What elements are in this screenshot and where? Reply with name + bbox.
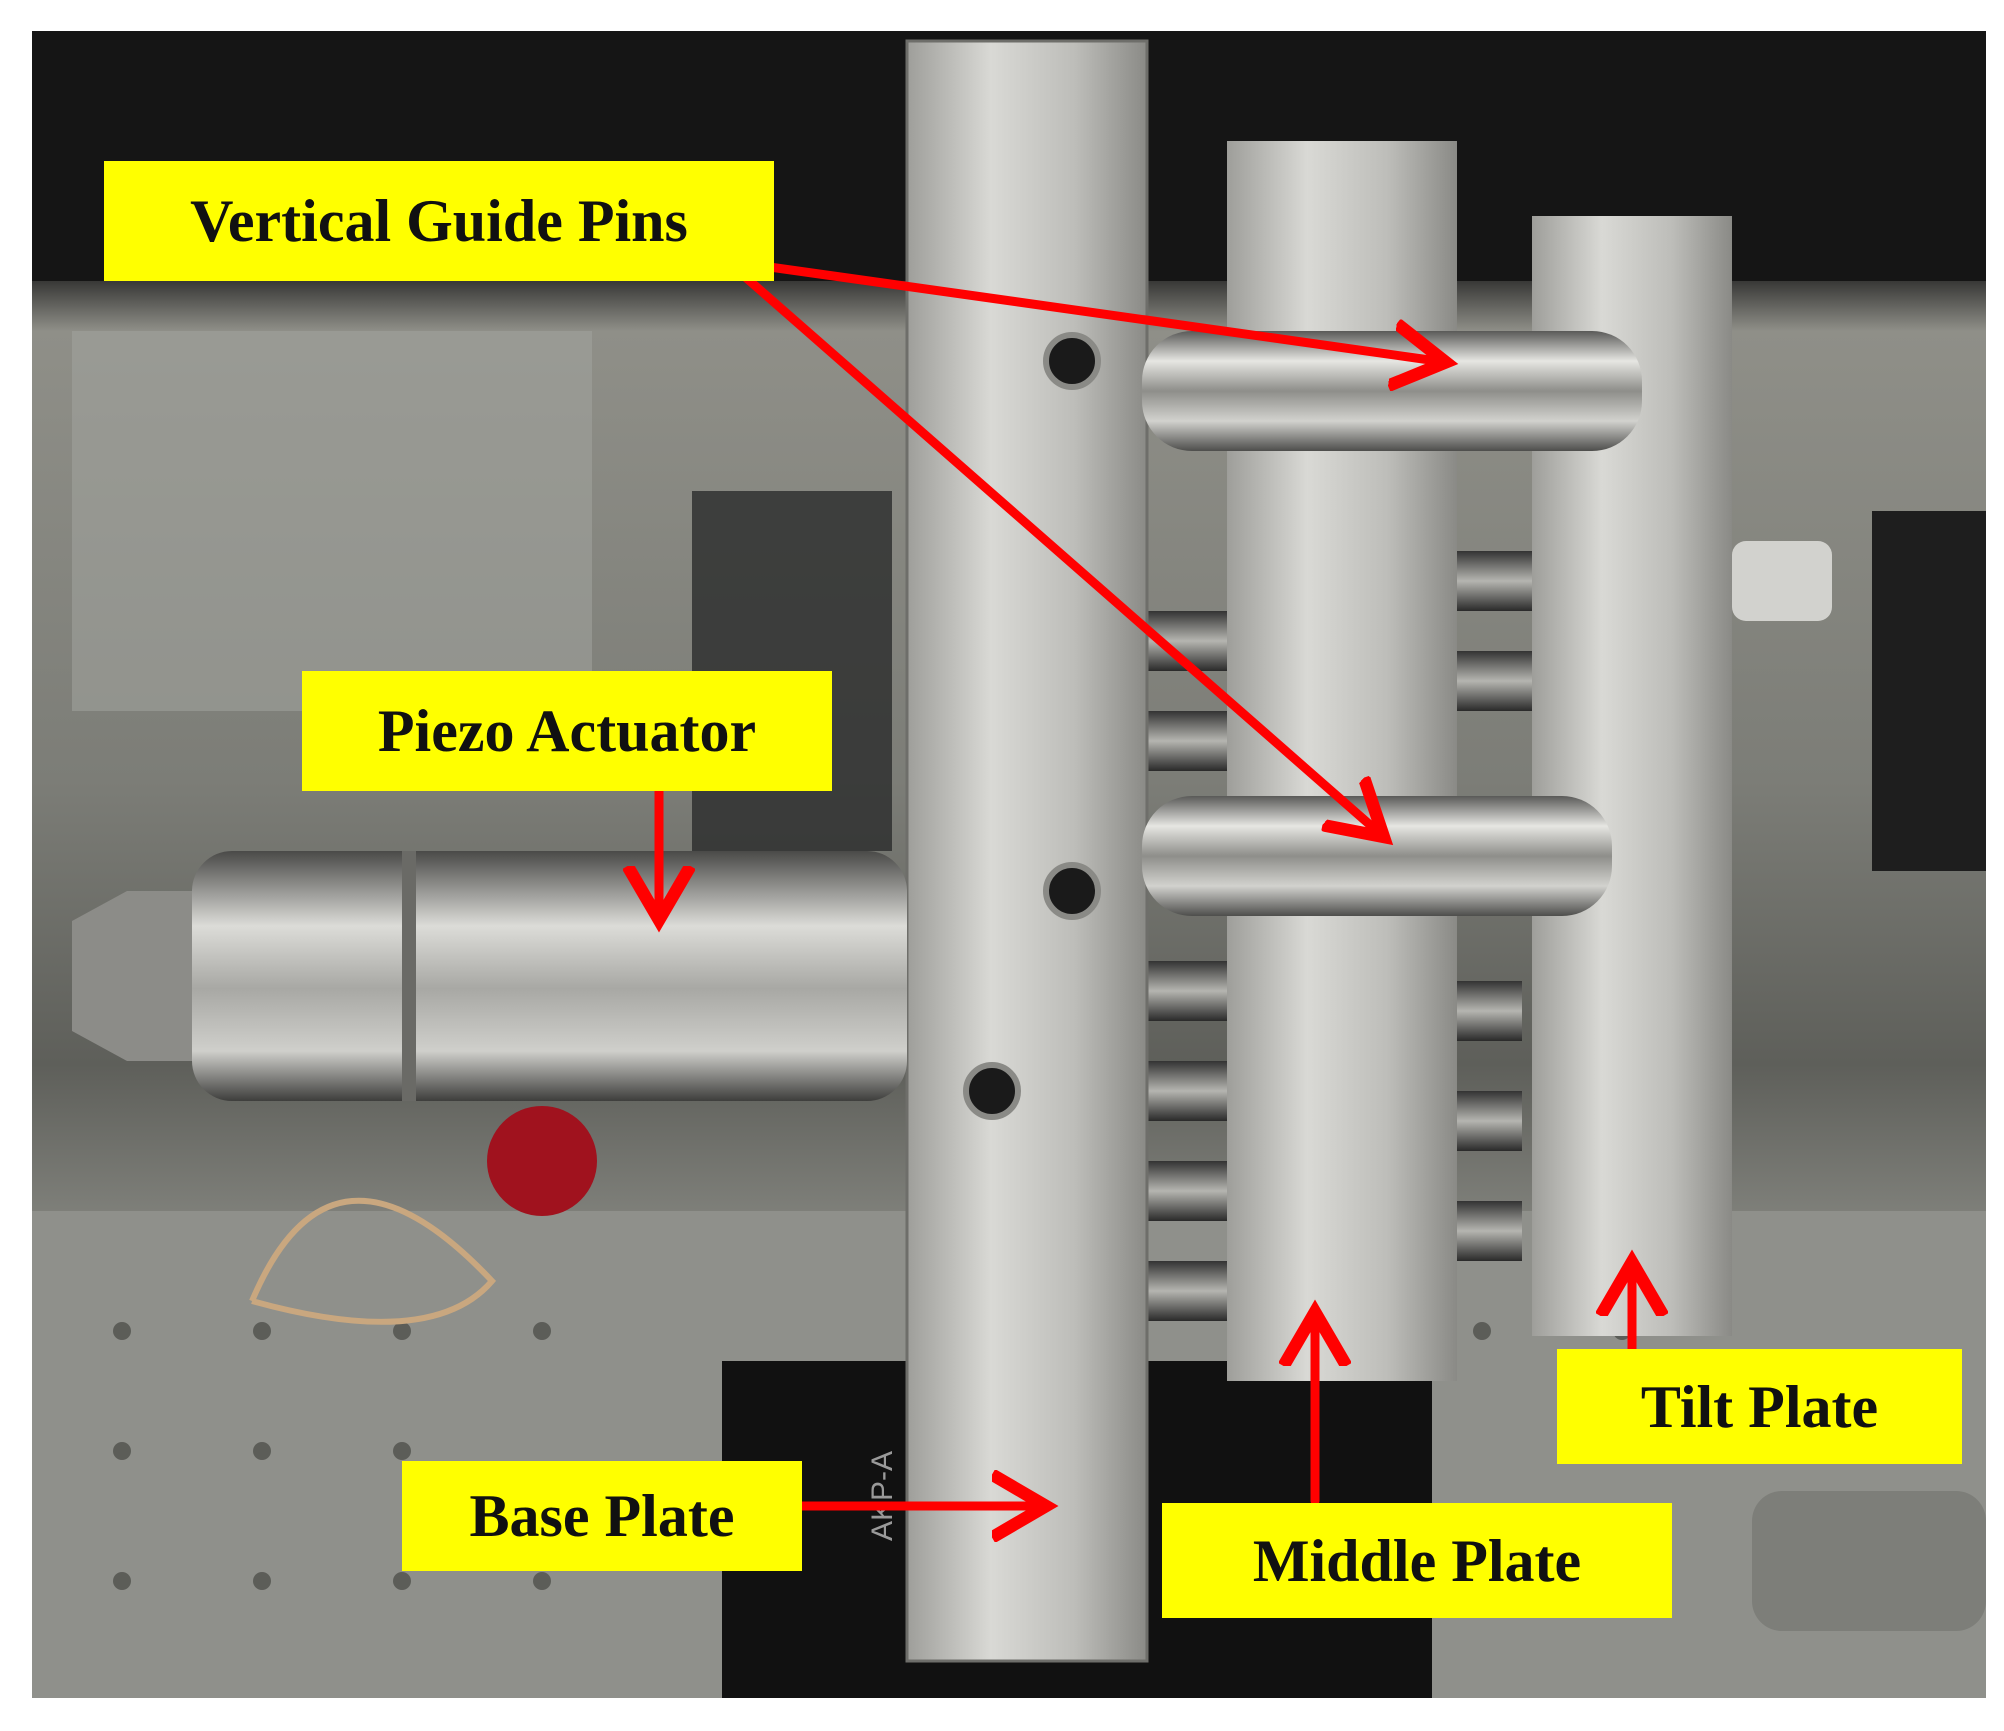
stage-model-marking: AKP-A [866, 1451, 899, 1541]
base-plate-label: Base Plate [402, 1461, 802, 1571]
photo-frame: AKP-A 200107 [32, 31, 1986, 1698]
piezo-actuator-label: Piezo Actuator [302, 671, 832, 791]
tilt-plate-label: Tilt Plate [1557, 1349, 1962, 1464]
vertical-guide-pins-label: Vertical Guide Pins [104, 161, 774, 281]
middle-plate-label: Middle Plate [1162, 1503, 1672, 1618]
